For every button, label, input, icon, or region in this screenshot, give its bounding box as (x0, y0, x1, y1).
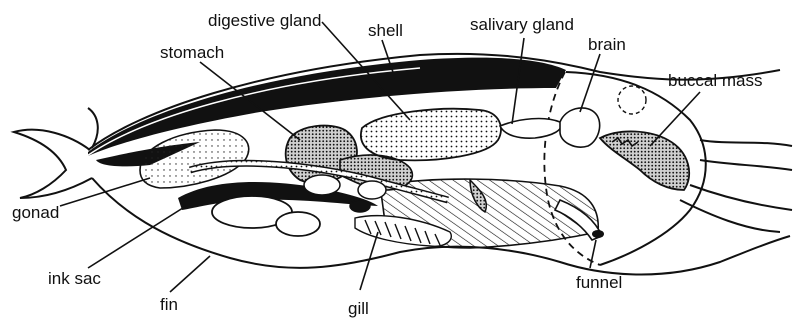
funnel-opening (592, 230, 604, 238)
label-funnel: funnel (576, 273, 622, 292)
digestive-gland-organ (361, 109, 501, 161)
label-brain: brain (588, 35, 626, 54)
brain-organ (560, 108, 600, 147)
label-gill: gill (348, 299, 369, 318)
heart-outline (276, 212, 320, 236)
label-salivary-gland: salivary gland (470, 15, 574, 34)
label-stomach: stomach (160, 43, 224, 62)
label-fin: fin (160, 295, 178, 314)
label-gonad: gonad (12, 203, 59, 222)
salivary-gland-organ (500, 119, 561, 139)
statocyst-outline (618, 86, 646, 114)
label-shell: shell (368, 21, 403, 40)
label-digestive-gland: digestive gland (208, 11, 321, 30)
label-buccal-mass: buccal mass (668, 71, 762, 90)
gonad-organ (140, 130, 249, 188)
label-ink-sac: ink sac (48, 269, 101, 288)
